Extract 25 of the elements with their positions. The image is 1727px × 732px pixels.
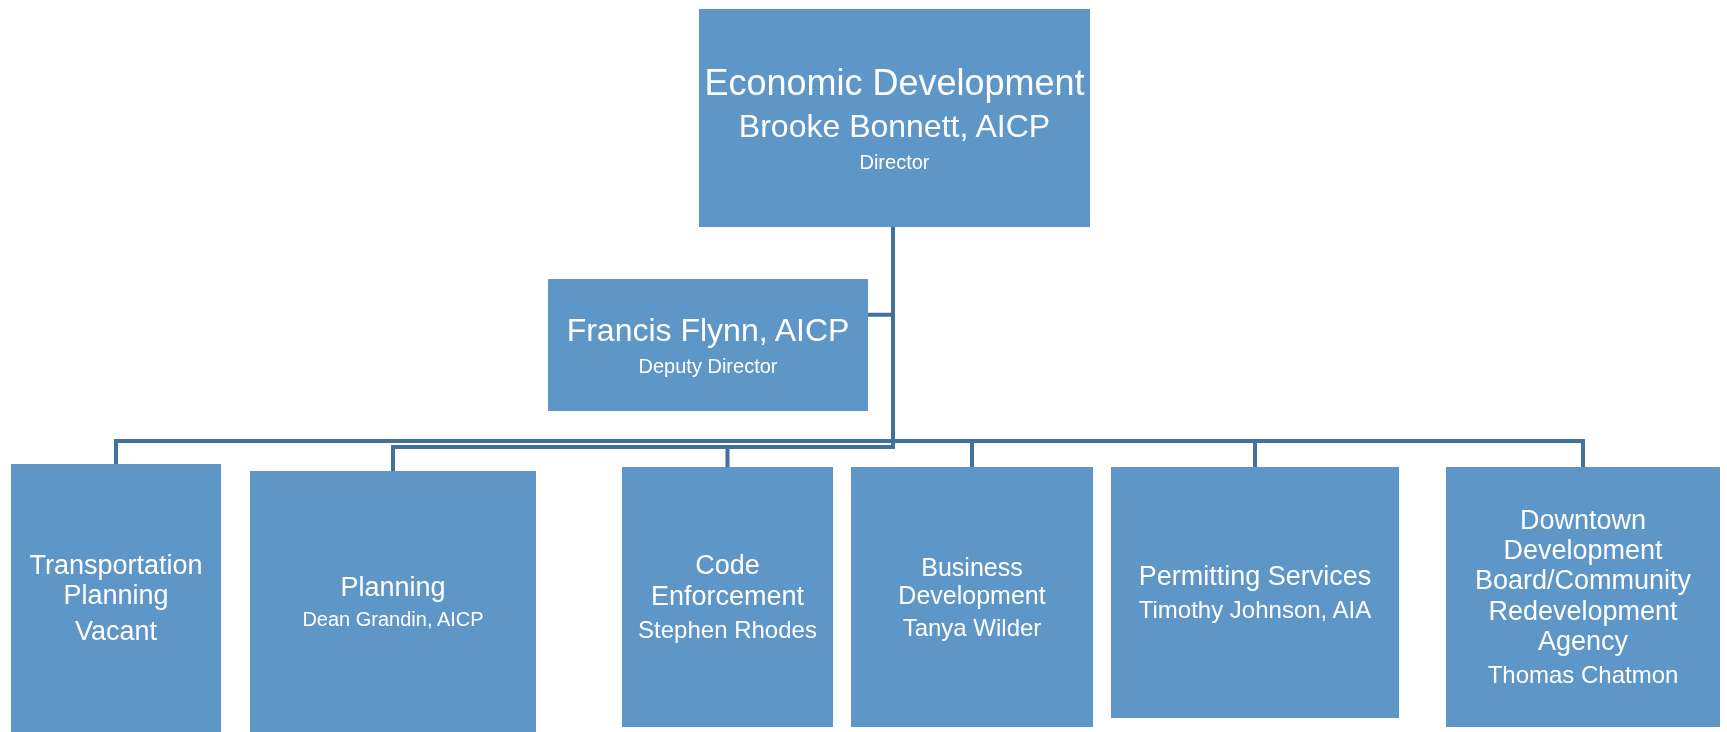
staff-name: Timothy Johnson, AIA <box>1138 597 1372 625</box>
unit-title: Francis Flynn, AICP <box>566 312 850 349</box>
org-box <box>622 467 833 727</box>
unit-title: Business Development <box>897 552 1047 609</box>
staff-name: Thomas Chatmon <box>1487 662 1679 689</box>
staff-name: Director <box>859 150 930 174</box>
staff-name: Tanya Wilder <box>902 614 1042 642</box>
org-box <box>250 471 536 732</box>
staff-name: Deputy Director <box>638 354 778 378</box>
staff-name: Stephen Rhodes <box>638 616 817 644</box>
org-box <box>851 467 1093 727</box>
unit-title: Permitting Services <box>1138 560 1372 592</box>
unit-title: Economic Development <box>704 62 1085 104</box>
unit-title: Transportation Planning <box>28 549 204 611</box>
org-box <box>11 464 221 732</box>
staff-name: Vacant <box>74 616 158 647</box>
unit-title: Code Enforcement <box>649 550 806 611</box>
org-box <box>1111 467 1399 718</box>
unit-title: Planning <box>340 572 446 603</box>
org-box <box>1446 467 1720 727</box>
org-box <box>699 9 1090 227</box>
staff-name: Brooke Bonnett, AICP <box>738 109 1051 145</box>
staff-name: Dean Grandin, AICP <box>302 608 484 631</box>
unit-title: Downtown Development Board/Community Redevelopment Agency <box>1473 504 1693 657</box>
org-box <box>548 279 868 411</box>
